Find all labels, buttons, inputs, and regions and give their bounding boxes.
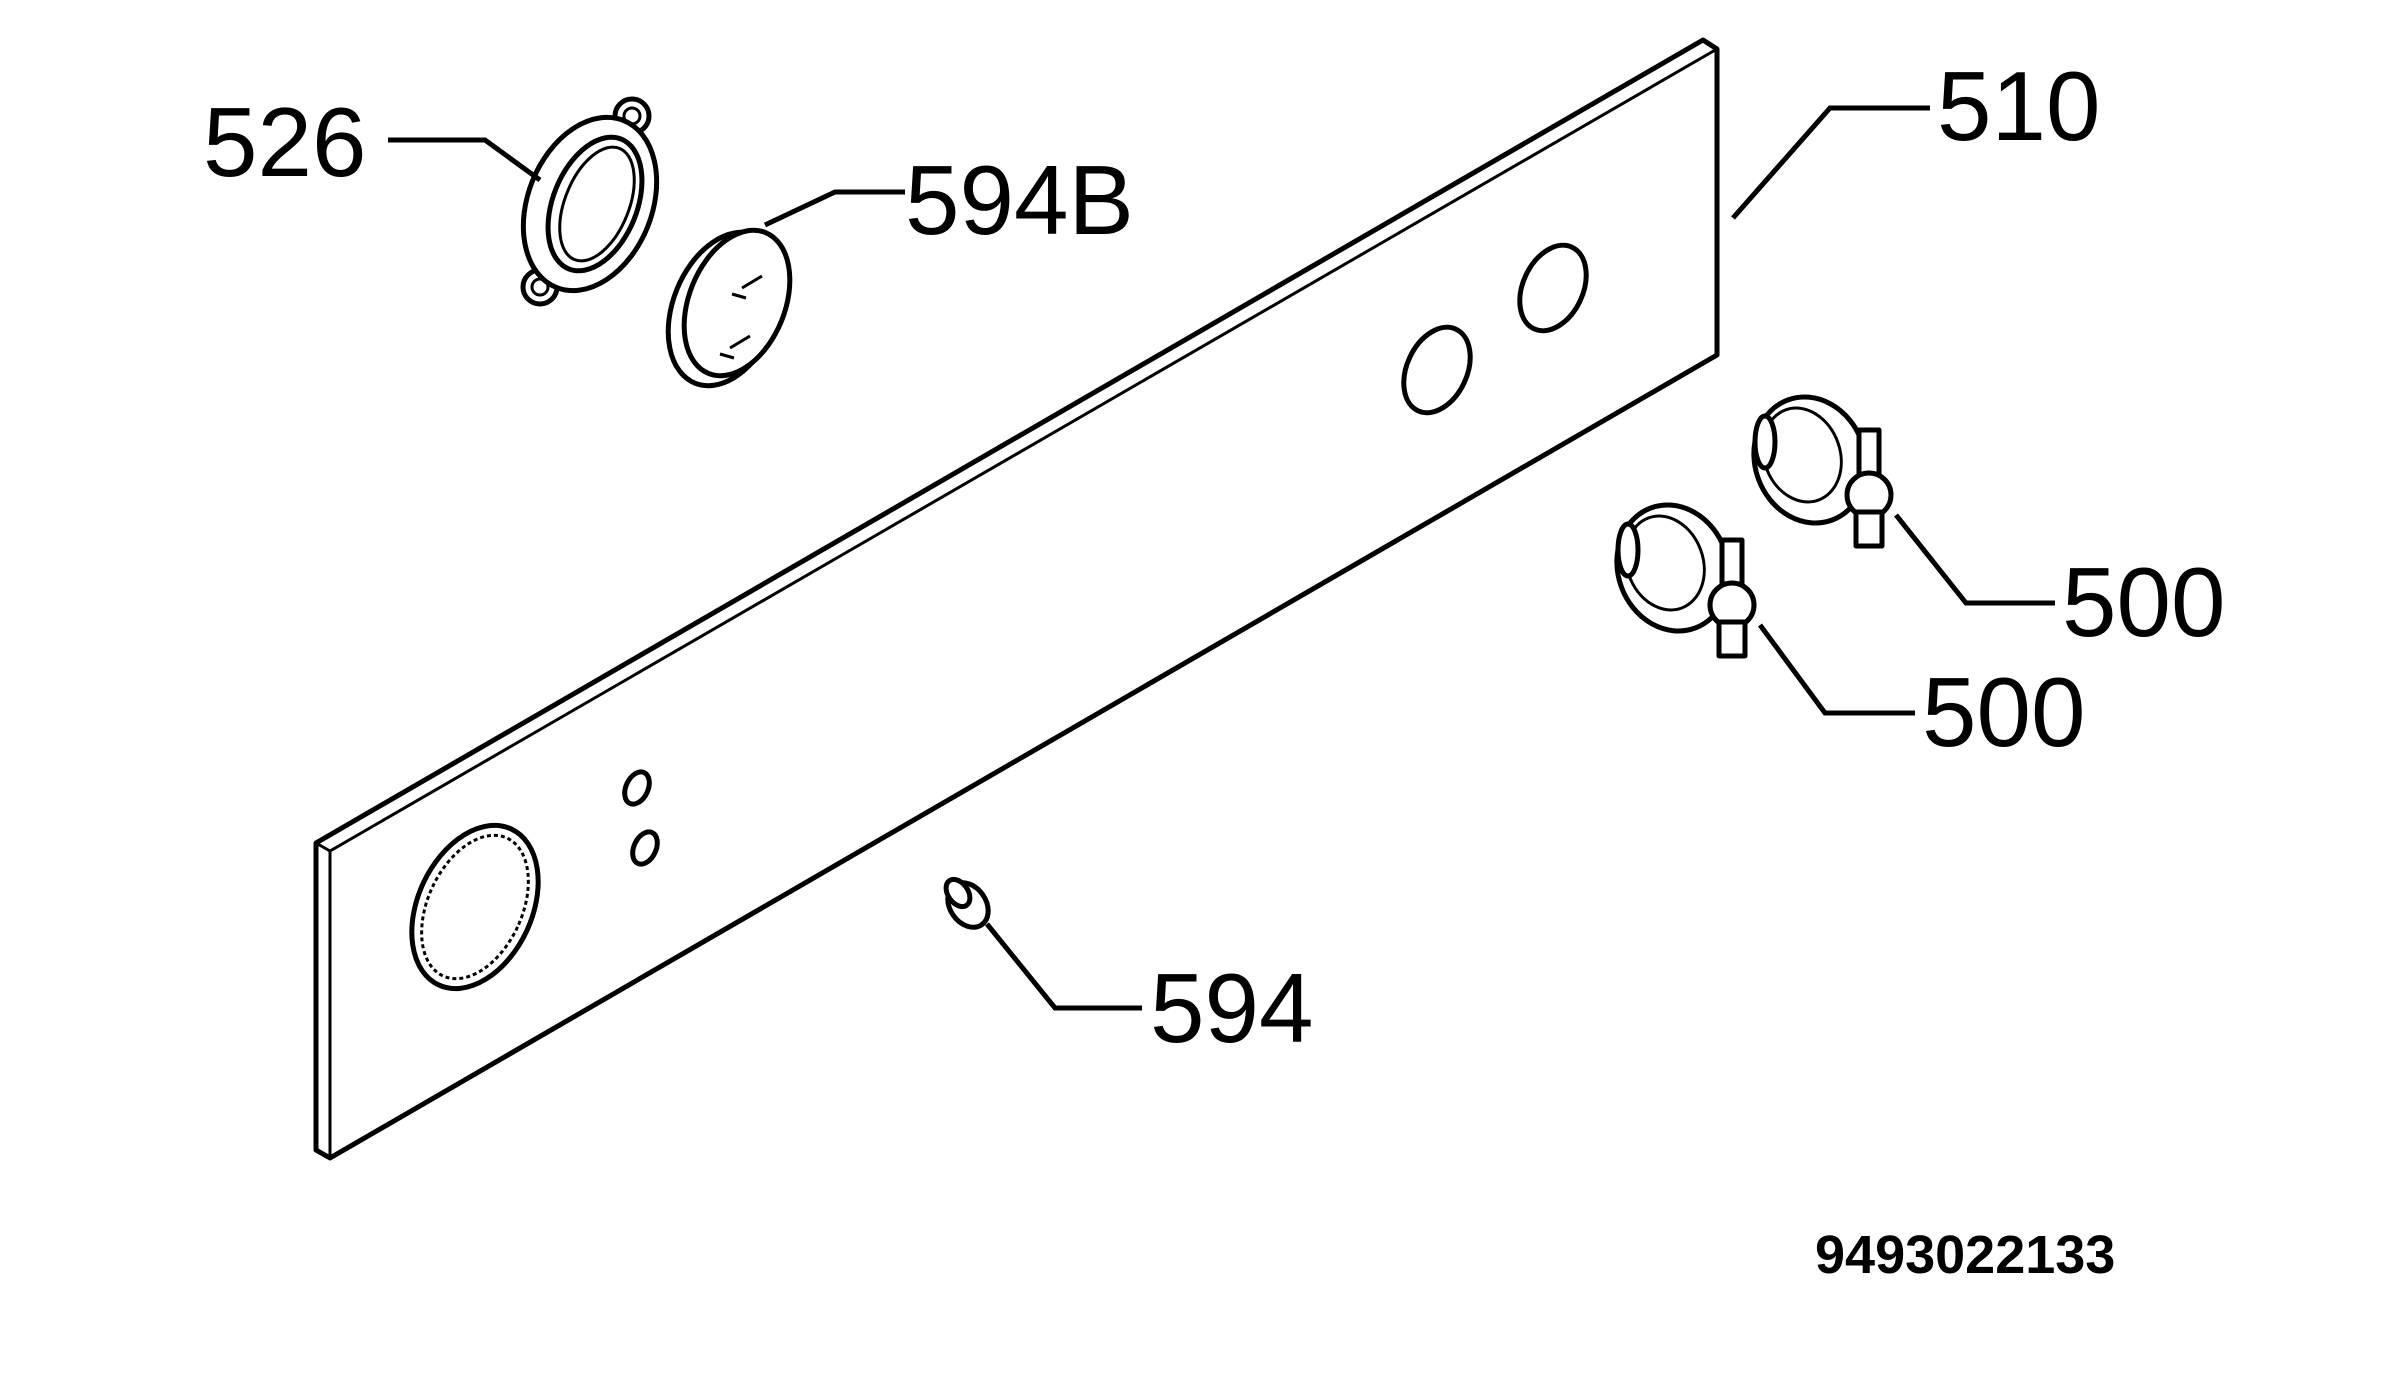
indicator-hole-lower xyxy=(630,829,660,867)
callout-526: 526 xyxy=(203,87,367,197)
knob-hole-left xyxy=(1401,324,1473,416)
document-number: 9493022133 xyxy=(1815,1225,2115,1285)
leader-594b xyxy=(763,189,905,228)
control-panel xyxy=(313,37,1720,1161)
callout-594b: 594B xyxy=(905,145,1134,255)
knob-hole-right xyxy=(1517,242,1589,334)
callout-500-upper: 500 xyxy=(2062,547,2226,657)
leader-510 xyxy=(1731,105,1930,220)
mounting-ring-part xyxy=(520,96,660,307)
display-lens-part xyxy=(665,227,793,389)
control-knob-lower xyxy=(1614,502,1757,659)
callout-510: 510 xyxy=(1937,51,2101,161)
callout-594: 594 xyxy=(1150,953,1314,1063)
leader-500-upper xyxy=(1894,513,2055,606)
control-knob-upper xyxy=(1751,394,1894,549)
plug-part xyxy=(943,876,991,930)
leader-594 xyxy=(985,922,1142,1011)
leader-500-lower xyxy=(1757,623,1915,716)
indicator-hole-upper xyxy=(622,769,652,807)
callout-500-lower: 500 xyxy=(1922,657,2086,767)
leader-526 xyxy=(388,137,542,183)
